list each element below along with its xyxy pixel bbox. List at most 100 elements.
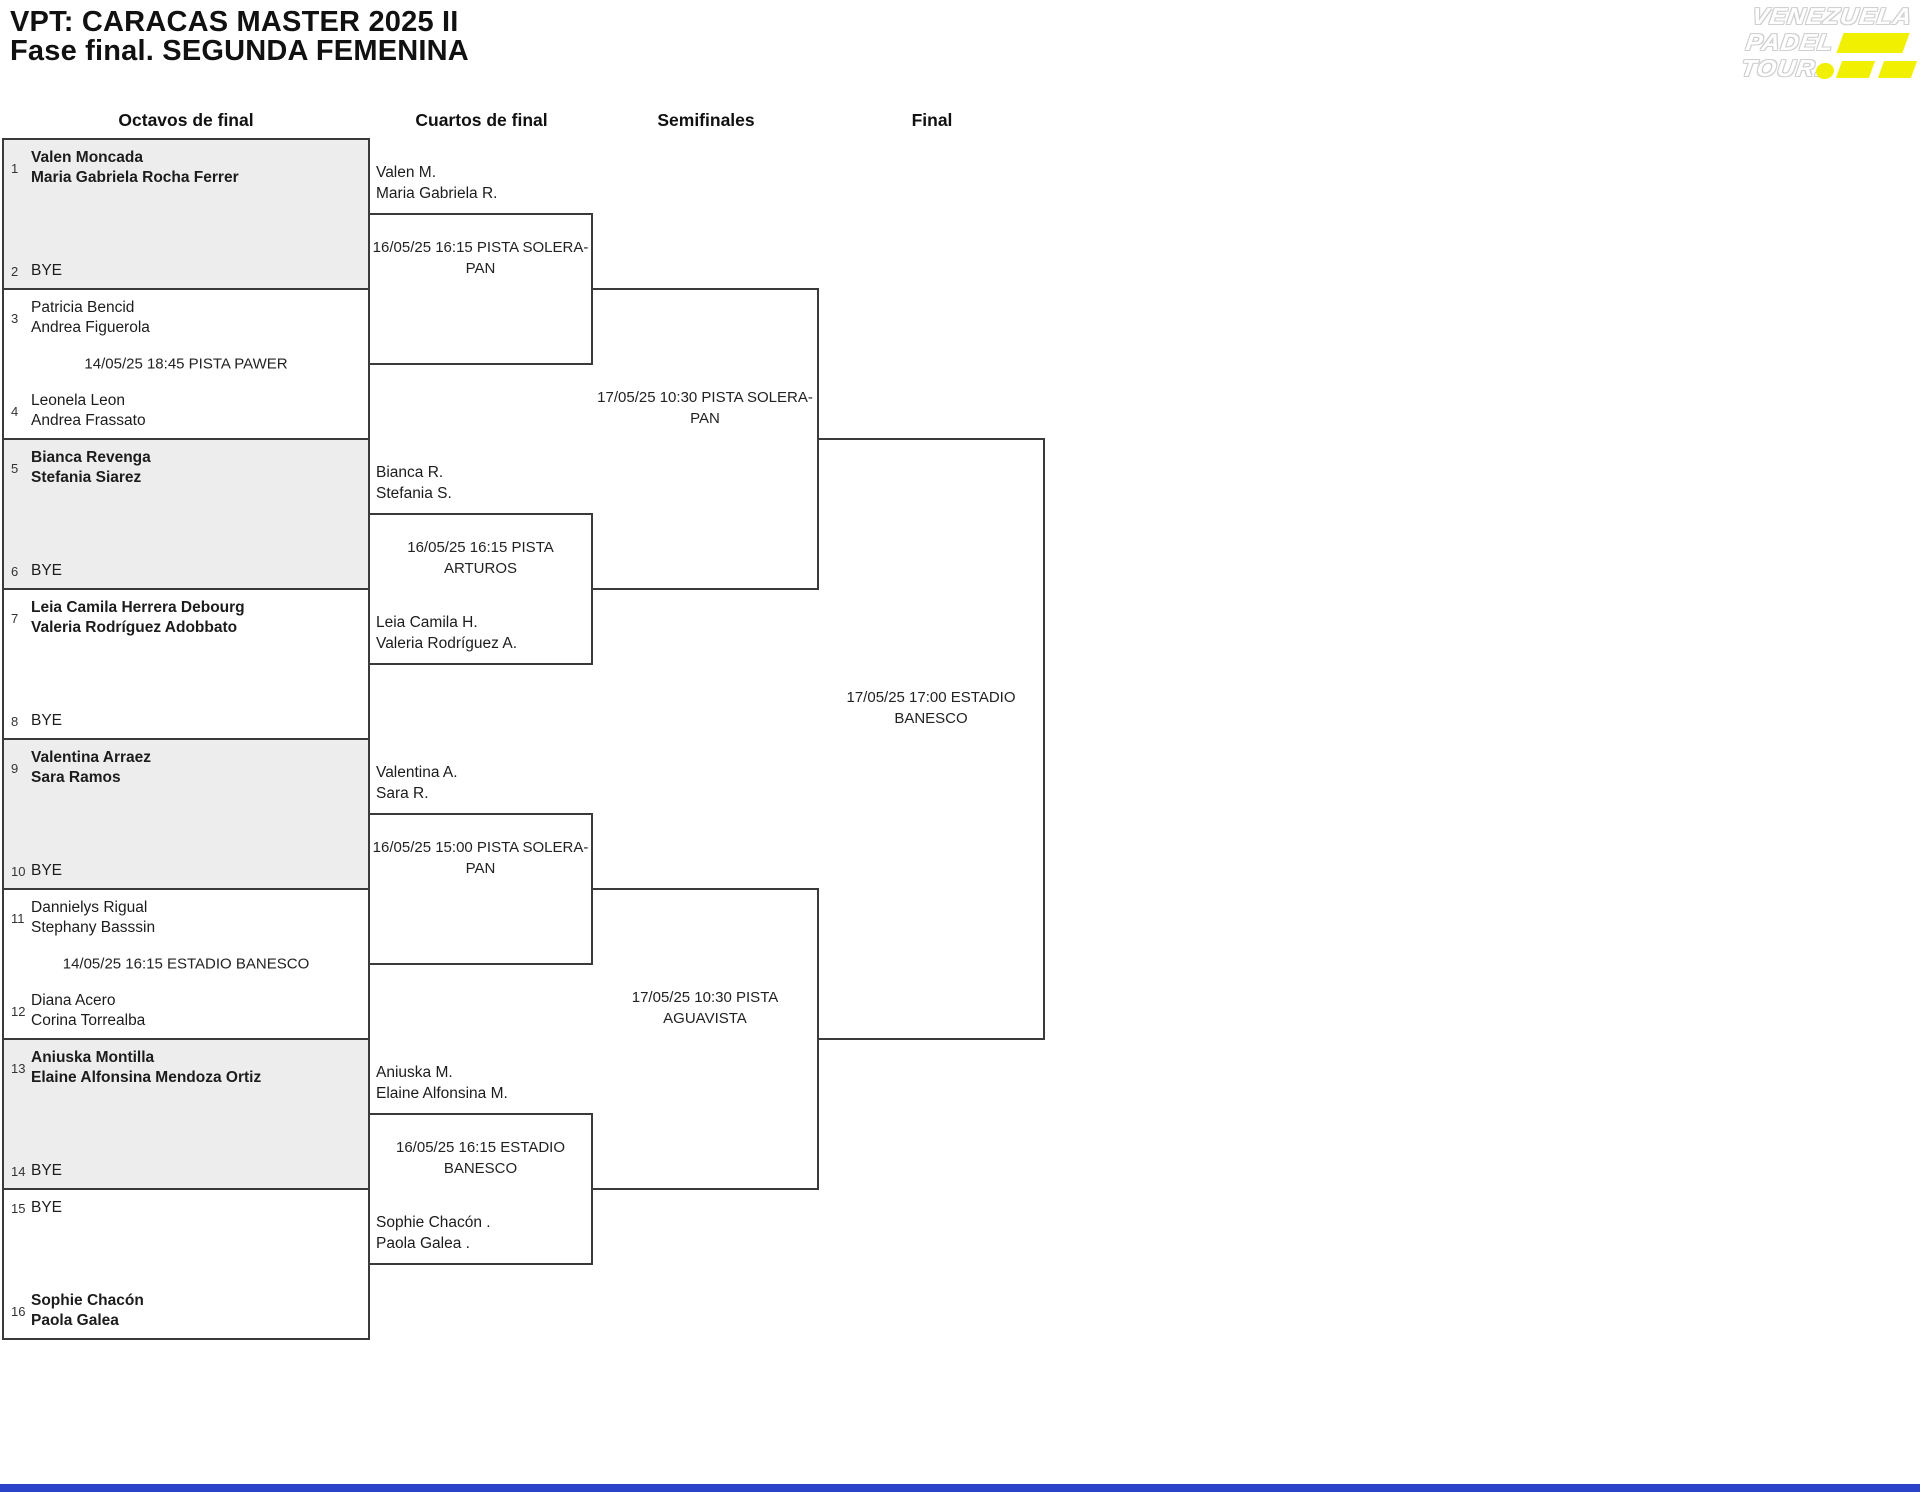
seed-number: 2 <box>11 263 19 279</box>
seed-number: 12 <box>11 1003 26 1019</box>
match-datetime: 17/05/25 10:30 PISTA SOLERA-PAN <box>597 389 813 427</box>
team-slot-11: 11 Dannielys Rigual Stephany Basssin <box>8 898 364 938</box>
bye-label: BYE <box>31 1162 63 1179</box>
team-slot-5: 5 Bianca Revenga Stefania Siarez <box>8 448 364 488</box>
octavos-match-datetime: 14/05/25 16:15 ESTADIO BANESCO <box>62 955 310 973</box>
team-name: Stefania Siarez <box>31 469 142 486</box>
team-name: Patricia Bencid <box>31 299 135 316</box>
seed-number: 11 <box>11 910 25 926</box>
team-name: Aniuska Montilla <box>31 1049 155 1066</box>
team-name: Elaine Alfonsina Mendoza Ortiz <box>31 1069 262 1086</box>
team-slot-1: 1 Valen Moncada Maria Gabriela Rocha Fer… <box>8 148 364 188</box>
seed-number: 7 <box>11 610 19 626</box>
seed-number: 8 <box>11 713 19 729</box>
quarterfinal-box-3: 16/05/25 15:00 PISTA SOLERA-PAN <box>370 813 593 965</box>
team-slot-7: 7 Leia Camila Herrera Debourg Valeria Ro… <box>8 598 364 638</box>
team-slot-15: 15 BYE <box>8 1198 364 1218</box>
bye-label: BYE <box>31 562 63 579</box>
page-subtitle: Fase final. SEGUNDA FEMENINA <box>10 35 469 67</box>
column-header-octavos: Octavos de final <box>118 110 254 130</box>
seed-number: 4 <box>11 403 19 419</box>
team-slot-9: 9 Valentina Arraez Sara Ramos <box>8 748 364 788</box>
octavos-pair-11-12: 11 Dannielys Rigual Stephany Basssin 14/… <box>2 888 370 1040</box>
match-datetime: 17/05/25 10:30 PISTA AGUAVISTA <box>631 989 779 1027</box>
match-datetime: 16/05/25 16:15 ESTADIO BANESCO <box>396 1139 565 1177</box>
team-name: Sophie Chacón <box>31 1292 144 1309</box>
octavos-pair-1-2: 1 Valen Moncada Maria Gabriela Rocha Fer… <box>2 138 370 290</box>
team-name: Maria Gabriela Rocha Ferrer <box>31 169 239 186</box>
seed-number: 13 <box>11 1060 26 1076</box>
seed-number: 5 <box>11 460 19 476</box>
seed-number: 6 <box>11 563 19 579</box>
seed-number: 10 <box>11 863 26 879</box>
team-slot-16: 16 Sophie Chacón Paola Galea <box>8 1291 364 1331</box>
team-name: Sara R. <box>376 785 429 802</box>
column-header-semifinales: Semifinales <box>657 110 755 130</box>
seed-number: 3 <box>11 310 19 326</box>
final-box: 17/05/25 17:00 ESTADIO BANESCO <box>819 438 1045 1040</box>
team-name: Corina Torrealba <box>31 1012 146 1029</box>
logo-net-bar-left-icon <box>1835 61 1876 78</box>
team-name: Valen M. <box>376 164 437 181</box>
team-name: Andrea Figuerola <box>31 319 150 336</box>
qf4-top-team: Aniuska M. Elaine Alfonsina M. <box>376 1062 588 1104</box>
team-name: Bianca R. <box>376 464 444 481</box>
team-slot-6: 6 BYE <box>8 561 364 581</box>
bye-label: BYE <box>31 862 63 879</box>
seed-number: 14 <box>11 1163 26 1179</box>
team-name: Sophie Chacón . <box>376 1214 491 1231</box>
team-name: Stefania S. <box>376 485 452 502</box>
team-slot-4: 4 Leonela Leon Andrea Frassato <box>8 391 364 431</box>
team-name: Maria Gabriela R. <box>376 185 498 202</box>
octavos-pair-15-16: 15 BYE 16 Sophie Chacón Paola Galea <box>2 1188 370 1340</box>
team-name: Bianca Revenga <box>31 449 151 466</box>
bye-label: BYE <box>31 712 63 729</box>
team-slot-10: 10 BYE <box>8 861 364 881</box>
octavos-pair-5-6: 5 Bianca Revenga Stefania Siarez 6 BYE <box>2 438 370 590</box>
octavos-pair-7-8: 7 Leia Camila Herrera Debourg Valeria Ro… <box>2 588 370 740</box>
logo-text-tour: TOUR. <box>1739 55 1826 81</box>
team-name: Stephany Basssin <box>31 919 156 936</box>
logo-net-bar-right-icon <box>1877 61 1918 78</box>
team-slot-3: 3 Patricia Bencid Andrea Figuerola <box>8 298 364 338</box>
column-header-cuartos: Cuartos de final <box>415 110 548 130</box>
team-name: Valeria Rodríguez A. <box>376 635 518 652</box>
team-name: Aniuska M. <box>376 1064 453 1081</box>
quarterfinal-box-4: 16/05/25 16:15 ESTADIO BANESCO <box>370 1113 593 1265</box>
qf2-top-team: Bianca R. Stefania S. <box>376 462 588 504</box>
seed-number: 16 <box>11 1303 26 1319</box>
seed-number: 15 <box>11 1200 26 1216</box>
match-datetime: 17/05/25 17:00 ESTADIO BANESCO <box>846 689 1016 727</box>
semifinal-box-1: 17/05/25 10:30 PISTA SOLERA-PAN <box>593 288 819 590</box>
team-name: Valentina A. <box>376 764 458 781</box>
logo-text-padel: PADEL <box>1744 29 1836 55</box>
team-name: Valen Moncada <box>31 149 143 166</box>
venezuela-padel-tour-logo: VENEZUELA PADEL TOUR. <box>1739 2 1918 86</box>
team-name: Valentina Arraez <box>31 749 152 766</box>
logo-text-venezuela: VENEZUELA <box>1750 3 1915 29</box>
octavos-match-datetime: 14/05/25 18:45 PISTA PAWER <box>84 355 288 373</box>
team-name: Leia Camila Herrera Debourg <box>31 599 245 616</box>
team-name: Paola Galea . <box>376 1235 470 1252</box>
semifinal-box-2: 17/05/25 10:30 PISTA AGUAVISTA <box>593 888 819 1190</box>
team-name: Paola Galea <box>31 1312 119 1329</box>
team-name: Leia Camila H. <box>376 614 478 631</box>
team-name: Leonela Leon <box>31 392 125 409</box>
team-slot-12: 12 Diana Acero Corina Torrealba <box>8 991 364 1031</box>
seed-number: 9 <box>11 760 19 776</box>
match-datetime: 16/05/25 16:15 PISTA ARTUROS <box>407 539 554 577</box>
quarterfinal-box-1: 16/05/25 16:15 PISTA SOLERA-PAN <box>370 213 593 365</box>
team-name: Diana Acero <box>31 992 116 1009</box>
octavos-pair-13-14: 13 Aniuska Montilla Elaine Alfonsina Men… <box>2 1038 370 1190</box>
column-header-final: Final <box>911 110 953 130</box>
match-datetime: 16/05/25 15:00 PISTA SOLERA-PAN <box>372 839 589 877</box>
footer-accent-bar <box>0 1484 1920 1492</box>
seed-number: 1 <box>11 160 19 176</box>
team-name: Valeria Rodríguez Adobbato <box>31 619 238 636</box>
team-name: Sara Ramos <box>31 769 121 786</box>
team-slot-8: 8 BYE <box>8 711 364 731</box>
team-slot-13: 13 Aniuska Montilla Elaine Alfonsina Men… <box>8 1048 364 1088</box>
qf3-top-team: Valentina A. Sara R. <box>376 762 588 804</box>
page-title: VPT: CARACAS MASTER 2025 II <box>10 6 459 38</box>
